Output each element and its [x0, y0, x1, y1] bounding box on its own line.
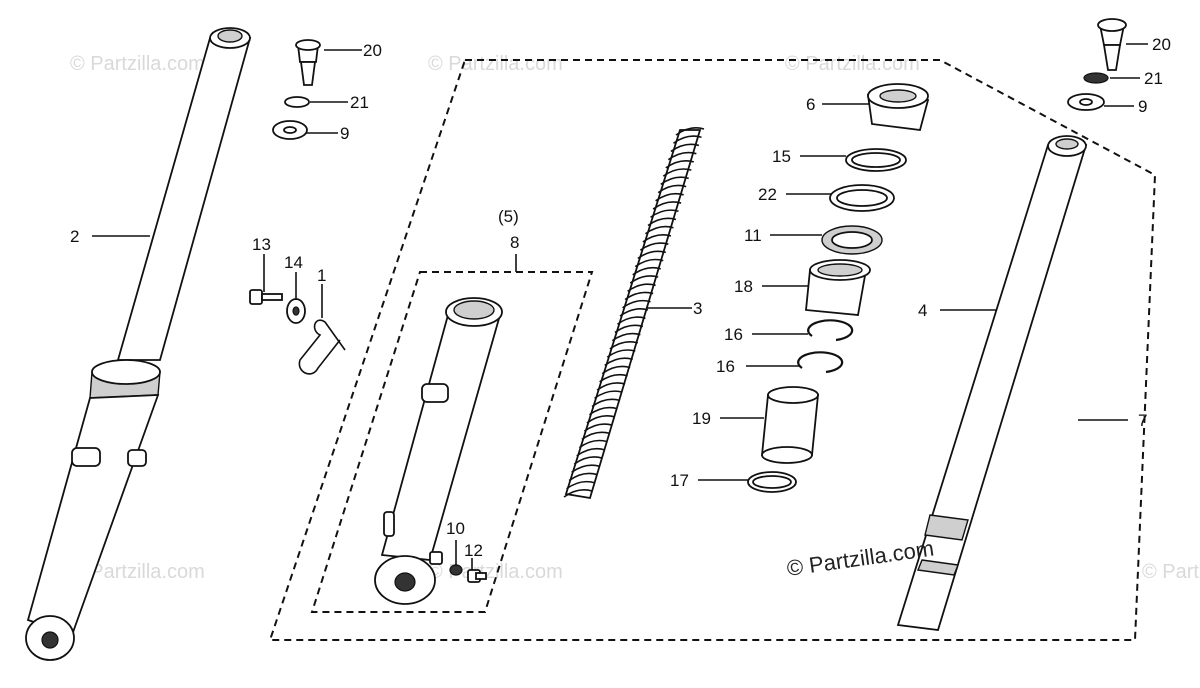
callout-12: 12 [464, 541, 483, 560]
callout-13: 13 [252, 235, 271, 254]
callout-1: 1 [317, 266, 326, 285]
watermark: © Partzilla.com [785, 53, 920, 75]
callout-3: 3 [693, 299, 702, 318]
callout-9-right: 9 [1138, 97, 1147, 116]
watermark: © Partzilla.com [428, 561, 563, 583]
callout-4: 4 [918, 301, 927, 320]
part-20-bolt-right [1097, 18, 1127, 71]
callout-21-right: 21 [1144, 69, 1163, 88]
part-18-bushing [805, 259, 871, 316]
part-14-washer [286, 298, 306, 324]
part-15-clip [845, 148, 907, 172]
part-6-dust-seal [866, 83, 930, 131]
callout-14: 14 [284, 253, 303, 272]
watermark: © Partzilla.com [70, 561, 205, 583]
callout-9-left: 9 [340, 124, 349, 143]
part-20-bolt-left [295, 39, 321, 86]
callout-20-right: 20 [1152, 35, 1171, 54]
part-10-washer [449, 564, 463, 576]
callout-8: 8 [510, 233, 519, 252]
assembly-outline [268, 59, 1157, 641]
part-11-oil-seal [821, 225, 883, 255]
callout-2: 2 [70, 227, 79, 246]
callout-16-lower: 16 [716, 357, 735, 376]
callout-labels: 2 20 21 9 13 14 1 (5) 8 10 12 3 6 15 22 … [70, 35, 1171, 560]
part-16-clip-upper [807, 319, 854, 342]
part-16-clip-lower [797, 351, 844, 374]
callout-16-upper: 16 [724, 325, 743, 344]
part-21-oring-left [284, 96, 310, 108]
watermark: © Partzilla.com [1142, 561, 1200, 583]
callout-20-left: 20 [363, 41, 382, 60]
part-9-washer-right [1067, 93, 1105, 111]
part-1-clip [298, 319, 346, 375]
part-2-fork-leg-left [25, 27, 252, 661]
part-9-washer-left [272, 120, 308, 140]
part-19-bushing [761, 386, 819, 464]
callout-18: 18 [734, 277, 753, 296]
part-12-bolt [467, 569, 487, 583]
callout-6: 6 [806, 95, 815, 114]
callout-7: 7 [1138, 411, 1147, 430]
part-8-outline [310, 271, 594, 613]
part-3-fork-spring [563, 127, 705, 500]
part-22-ring [829, 184, 895, 212]
part-17-clip [747, 471, 797, 493]
watermark: © Partzilla.com [70, 53, 205, 75]
part-4-inner-tube [896, 135, 1088, 631]
callout-19: 19 [692, 409, 711, 428]
watermark: © Partzilla.com [428, 53, 563, 75]
callout-10: 10 [446, 519, 465, 538]
watermark-layer: © Partzilla.com © Partzilla.com © Partzi… [70, 53, 1200, 583]
callout-21-left: 21 [350, 93, 369, 112]
callout-5: (5) [498, 207, 519, 226]
part-21-oring-right [1083, 72, 1109, 84]
leader-lines [92, 43, 1148, 570]
part-13-bolt [249, 289, 283, 305]
callout-17: 17 [670, 471, 689, 490]
callout-22: 22 [758, 185, 777, 204]
callout-11: 11 [744, 226, 762, 245]
callout-15: 15 [772, 147, 791, 166]
part-8-outer-tube [374, 297, 503, 605]
